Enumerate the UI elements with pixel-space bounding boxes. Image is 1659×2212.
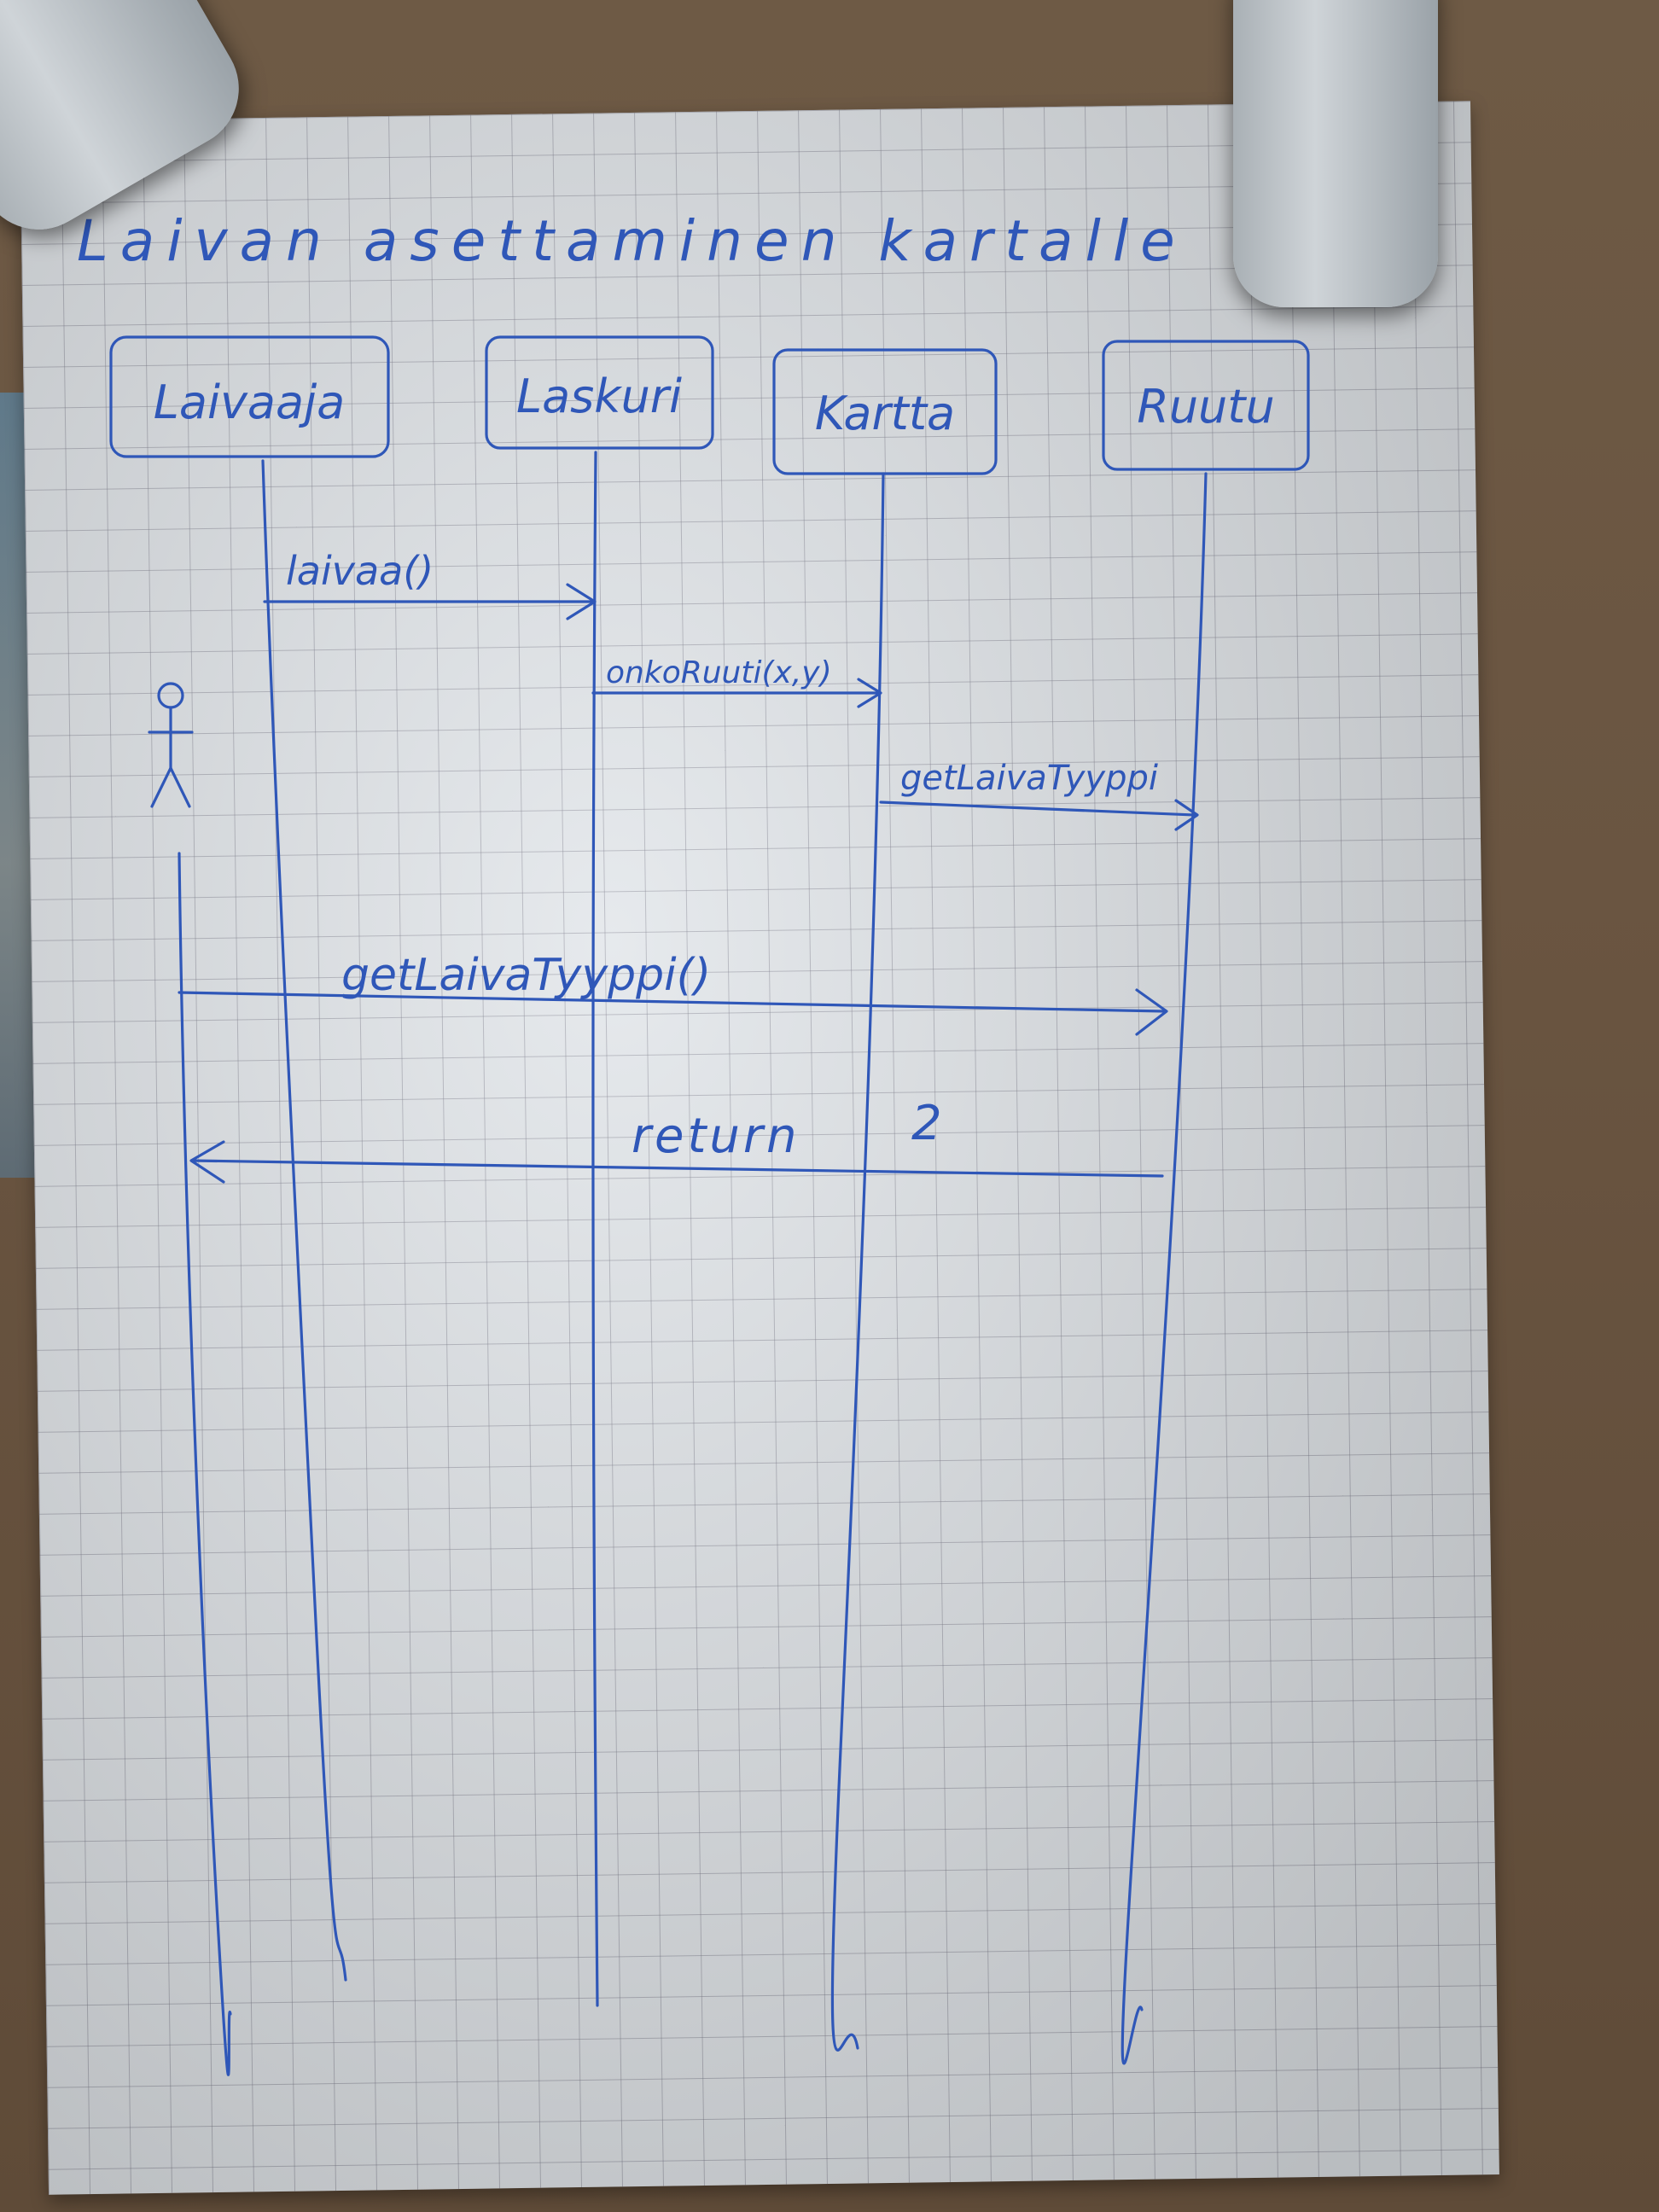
paper-clip-right xyxy=(1233,0,1438,307)
participant-laivaaja: Laivaaja xyxy=(109,335,390,458)
lifeline-laivaaja xyxy=(261,459,347,1982)
lifeline-kartta xyxy=(830,472,885,2052)
participant-label: Kartta xyxy=(815,387,955,440)
actor-icon xyxy=(148,682,194,808)
lifeline-laskuri xyxy=(591,451,599,2007)
note-number: 2 xyxy=(911,1096,942,1151)
message-label: return xyxy=(632,1109,800,1164)
participant-kartta: Kartta xyxy=(772,348,998,475)
message-label: getLaivaTyyppi() xyxy=(341,950,711,1001)
message-arrow: laivaa() xyxy=(263,548,597,620)
message-arrow: getLaivaTyyppi() xyxy=(178,950,1168,1036)
lifeline-ruutu xyxy=(1121,472,1208,2065)
participant-label: Ruutu xyxy=(1137,380,1274,434)
participant-laskuri: Laskuri xyxy=(485,335,714,450)
message-arrow: getLaivaTyyppi xyxy=(879,759,1199,831)
message-label: onkoRuuti(x,y) xyxy=(606,655,832,690)
message-arrow: return xyxy=(189,1109,1164,1184)
participant-label: Laivaaja xyxy=(154,375,345,429)
participant-ruutu: Ruutu xyxy=(1102,340,1310,471)
message-label: laivaa() xyxy=(286,548,434,594)
diagram-title: Laivan asettaminen kartalle xyxy=(77,208,1187,274)
lifeline-actor xyxy=(178,852,232,2076)
participant-label: Laskuri xyxy=(516,370,682,423)
message-label: getLaivaTyyppi xyxy=(900,759,1158,798)
message-arrow: onkoRuuti(x,y) xyxy=(591,655,882,708)
